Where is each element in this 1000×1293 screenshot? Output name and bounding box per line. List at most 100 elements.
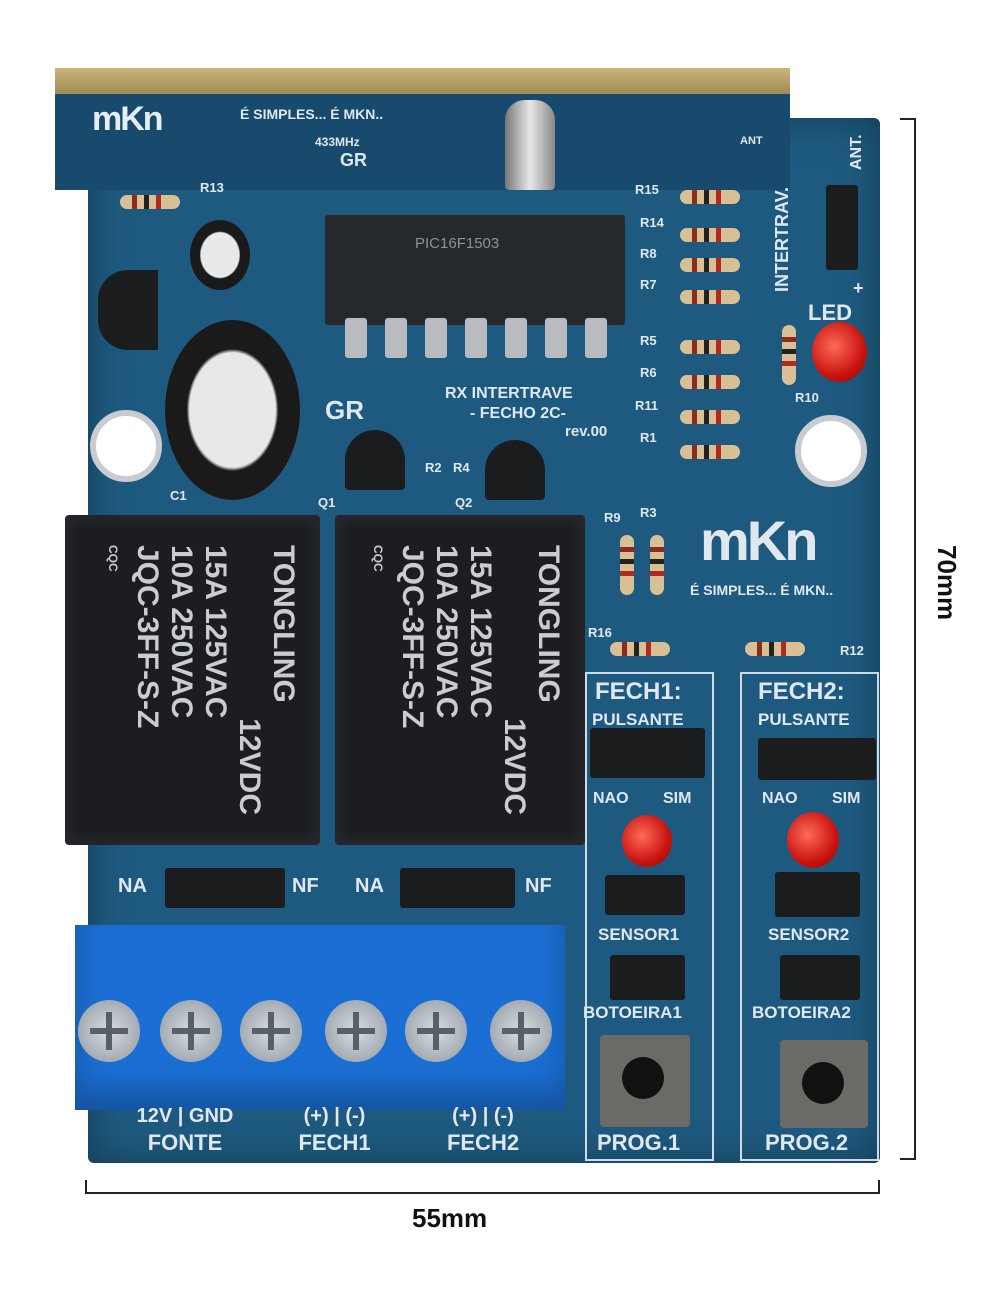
r12-label: R12	[840, 643, 864, 658]
prog1-button[interactable]	[600, 1035, 690, 1127]
r15-label: R15	[635, 182, 659, 197]
fech2-mode-jumper[interactable]	[758, 738, 876, 780]
relay-voltage: 12VDC	[233, 718, 266, 815]
c1-label: C1	[170, 488, 187, 503]
relay-model: JQC-3FF-S-Z	[396, 545, 429, 729]
terminal-fech2: FECH2	[446, 1130, 520, 1155]
botoeira2-header[interactable]	[780, 955, 860, 1000]
fech2-title: FECH2:	[758, 678, 845, 705]
relay-rating: 15A 125VAC	[199, 545, 232, 719]
relay-model: JQC-3FF-S-Z	[131, 545, 164, 729]
r11-label: R11	[635, 398, 659, 413]
relay-2: TONGLING 12VDC 15A 125VAC 10A 250VAC JQC…	[335, 515, 585, 845]
prog2-label: PROG.2	[765, 1130, 849, 1155]
na-label: NA	[355, 875, 384, 897]
terminal-pins: 12V | GND	[136, 1105, 234, 1127]
screw-terminal-block	[75, 925, 565, 1110]
relay-cert: CQC	[106, 545, 120, 572]
fech1-mode: PULSANTE	[592, 710, 684, 729]
mkn-logo-small: mKn	[92, 100, 164, 138]
relay-voltage: 12VDC	[498, 718, 531, 815]
plus-label: +	[853, 278, 864, 298]
mkn-logo: mKn	[700, 509, 818, 572]
rf-logo: GR	[340, 150, 367, 170]
sensor1-header[interactable]	[605, 875, 685, 915]
relay1-jumper[interactable]	[165, 868, 285, 908]
terminal-fonte: FONTE	[147, 1130, 223, 1155]
fech1-led	[622, 815, 672, 867]
relay-rating: 10A 250VAC	[430, 545, 463, 719]
relay-cert: CQC	[371, 545, 385, 572]
intertrav-label: INTERTRAV.	[772, 186, 792, 292]
capacitor-c1	[165, 320, 300, 500]
microcontroller-chip: PIC16F1503	[325, 215, 625, 325]
gr-logo: GR	[325, 395, 364, 425]
status-led	[812, 322, 867, 382]
r13-label: R13	[200, 180, 224, 195]
botoeira1-header[interactable]	[610, 955, 685, 1000]
relay2-jumper[interactable]	[400, 868, 515, 908]
fech1-mode-jumper[interactable]	[590, 728, 705, 778]
relay-rating: 15A 125VAC	[464, 545, 497, 719]
r16-label: R16	[588, 625, 612, 640]
height-dimension-line	[914, 118, 916, 1160]
r2-label: R2	[425, 460, 442, 475]
na-label: NA	[118, 875, 147, 897]
prog2-button[interactable]	[780, 1040, 868, 1128]
height-dimension: 70mm	[932, 545, 962, 621]
prog1-label: PROG.1	[597, 1130, 681, 1155]
board-subtitle: - FECHO 2C-	[470, 405, 566, 422]
fech2-sim: SIM	[832, 790, 861, 807]
r14-label: R14	[640, 215, 664, 230]
fech2-mode: PULSANTE	[758, 710, 850, 729]
r5-label: R5	[640, 333, 657, 348]
ant-label: ANT.	[848, 134, 865, 170]
tagline: É SIMPLES... É MKN..	[690, 582, 834, 598]
nf-label: NF	[525, 875, 552, 897]
botoeira1-label: BOTOEIRA1	[583, 1003, 682, 1022]
regulator	[98, 270, 158, 350]
chip-marking: PIC16F1503	[415, 235, 500, 252]
channel-2-panel	[740, 672, 879, 1161]
rf-coil	[505, 100, 555, 190]
relay-1: TONGLING 12VDC 15A 125VAC 10A 250VAC JQC…	[65, 515, 320, 845]
tagline-small: É SIMPLES... É MKN..	[240, 106, 384, 122]
r8-label: R8	[640, 246, 657, 261]
q2-label: Q2	[455, 495, 473, 510]
width-dimension-line	[85, 1192, 880, 1194]
intertrav-header	[826, 185, 858, 270]
mounting-hole	[90, 410, 162, 482]
rf-frequency: 433MHz	[315, 135, 360, 149]
sensor2-label: SENSOR2	[768, 925, 850, 944]
relay-brand: TONGLING	[532, 545, 565, 703]
r10-label: R10	[795, 390, 819, 405]
botoeira2-label: BOTOEIRA2	[752, 1003, 851, 1022]
fech2-nao: NAO	[762, 790, 798, 807]
relay-brand: TONGLING	[267, 545, 300, 703]
r9-label: R9	[604, 510, 621, 525]
led-label: LED	[808, 300, 852, 325]
capacitor-c2	[190, 220, 250, 290]
rf-ant-label: ANT	[740, 135, 763, 147]
r6-label: R6	[640, 365, 657, 380]
relay-rating: 10A 250VAC	[165, 545, 198, 719]
fech1-nao: NAO	[593, 790, 629, 807]
fech1-sim: SIM	[663, 790, 692, 807]
q1-label: Q1	[318, 495, 336, 510]
terminal-pins: (+) | (-)	[452, 1105, 514, 1127]
channel-1-panel	[585, 672, 714, 1161]
mounting-hole	[795, 415, 867, 487]
fech2-led	[787, 812, 839, 868]
terminal-pins: (+) | (-)	[303, 1105, 366, 1127]
sensor1-label: SENSOR1	[598, 925, 680, 944]
r7-label: R7	[640, 277, 657, 292]
transistor-q1	[345, 430, 405, 490]
sensor2-header[interactable]	[775, 872, 860, 917]
rf-module-edge	[55, 68, 790, 94]
r4-label: R4	[453, 460, 470, 475]
nf-label: NF	[292, 875, 319, 897]
board-revision: rev.00	[565, 423, 608, 440]
board-title: RX INTERTRAVE	[445, 385, 573, 402]
terminal-fech1: FECH1	[298, 1130, 371, 1155]
